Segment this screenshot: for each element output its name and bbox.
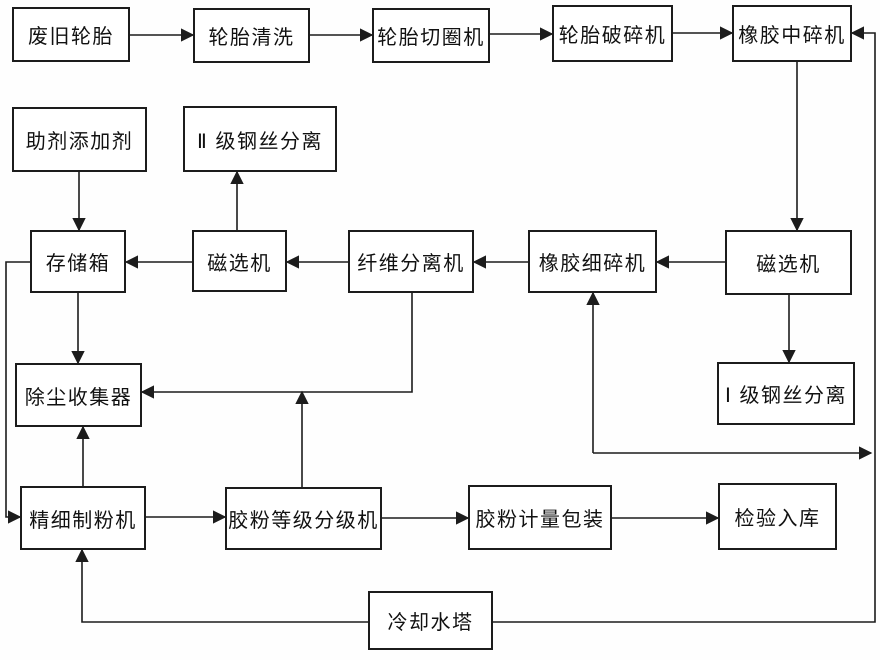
node-storage-box: 存储箱 [30, 230, 126, 293]
node-powder-grading-machine: 胶粉等级分级机 [225, 487, 382, 550]
node-tire-ring-cutter: 轮胎切圈机 [372, 8, 490, 63]
node-waste-tires: 废旧轮胎 [12, 7, 130, 62]
node-grade2-steel-wire-separation: Ⅱ 级钢丝分离 [183, 106, 337, 172]
connector-cooling-to-medium [493, 26, 876, 623]
connector-storage-to-milling [5, 261, 30, 524]
node-magnetic-separator-left: 磁选机 [192, 230, 287, 292]
node-magnetic-separator-right: 磁选机 [725, 230, 852, 295]
node-tire-crusher: 轮胎破碎机 [552, 5, 673, 62]
node-grade1-steel-wire-separation: Ⅰ 级钢丝分离 [717, 362, 855, 425]
node-inspection-warehousing: 检验入库 [718, 483, 837, 550]
node-cooling-tower: 冷却水塔 [368, 591, 493, 650]
node-rubber-fine-crusher: 橡胶细碎机 [528, 230, 657, 293]
node-fine-milling-machine: 精细制粉机 [20, 486, 146, 550]
node-tire-washing: 轮胎清洗 [193, 8, 310, 63]
node-dust-collector: 除尘收集器 [15, 363, 142, 427]
node-rubber-medium-crusher: 橡胶中碎机 [732, 5, 852, 62]
node-fiber-separator: 纤维分离机 [348, 230, 474, 293]
connector-cooling-to-milling [75, 548, 368, 623]
node-powder-weighing-packing: 胶粉计量包装 [468, 485, 612, 550]
connector-fiber-to-dust [140, 293, 413, 399]
node-additive-agent: 助剂添加剂 [12, 107, 147, 172]
